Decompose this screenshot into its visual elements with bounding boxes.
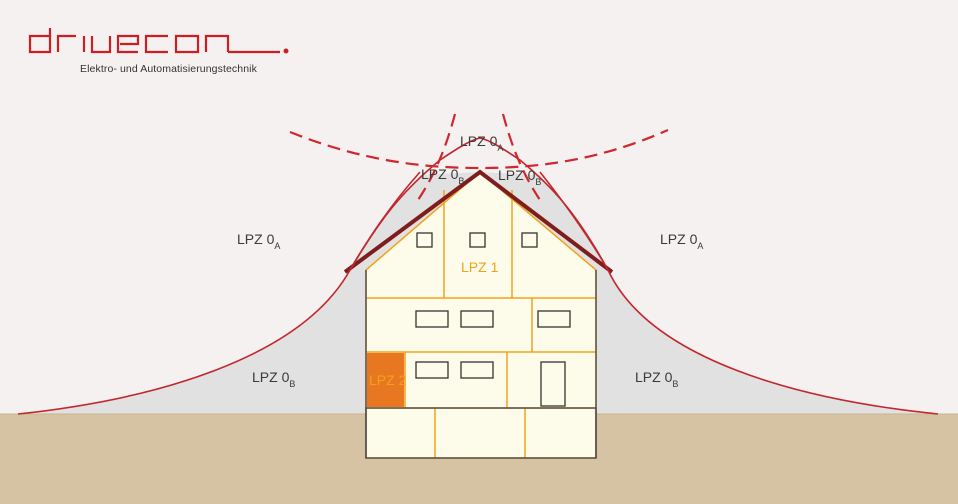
window xyxy=(460,361,494,379)
window xyxy=(540,361,566,407)
window xyxy=(416,232,433,248)
drivecon-logo xyxy=(28,28,289,54)
windows xyxy=(415,232,571,407)
building xyxy=(343,169,614,459)
label-top-lpz0a: LPZ 0A xyxy=(460,133,503,153)
label-bottom-left-lpz0b: LPZ 0B xyxy=(252,369,295,389)
label-bottom-right-lpz0b: LPZ 0B xyxy=(635,369,678,389)
label-roof-right-lpz0b: LPZ 0B xyxy=(498,167,541,187)
rolling-sphere-arc xyxy=(289,128,669,170)
window xyxy=(415,310,449,328)
label-mid-right-lpz0a: LPZ 0A xyxy=(660,231,703,251)
lpz2-room xyxy=(367,353,404,407)
window xyxy=(460,310,494,328)
label-lpz2: LPZ 2 xyxy=(369,372,407,388)
window xyxy=(537,310,571,328)
label-roof-left-lpz0b: LPZ 0B xyxy=(421,166,464,186)
label-lpz1: LPZ 1 xyxy=(461,259,499,275)
rolling-sphere-arc xyxy=(417,113,457,201)
window xyxy=(415,361,449,379)
brand-tagline: Elektro- und Automatisierungstechnik xyxy=(80,63,257,75)
protection-boundary xyxy=(349,171,421,271)
window xyxy=(469,232,486,248)
roof xyxy=(343,169,614,274)
label-mid-left-lpz0a: LPZ 0A xyxy=(237,231,280,251)
protection-boundary xyxy=(539,171,609,271)
window xyxy=(521,232,538,248)
rolling-sphere-arc xyxy=(501,113,541,201)
